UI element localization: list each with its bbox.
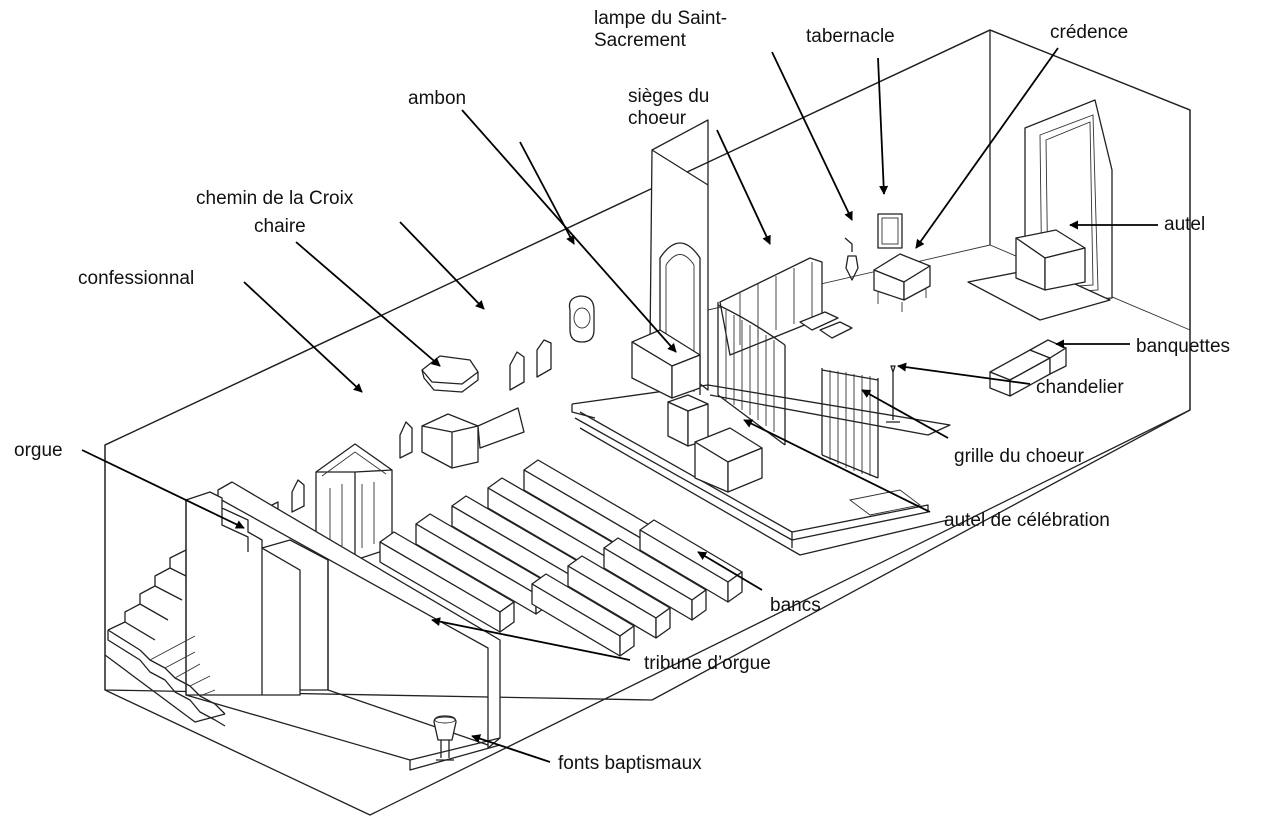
arrow-sieges — [716, 129, 771, 245]
label-fonts: fonts baptismaux — [558, 753, 702, 774]
label-ambon: ambon — [408, 88, 467, 109]
celebration-altar-shape — [667, 394, 763, 493]
arrow-autel-celebration — [743, 419, 931, 513]
arrow-bancs — [697, 551, 763, 591]
label-autel: autel — [1164, 214, 1206, 235]
pews-front — [531, 519, 743, 657]
arrow-chemin — [399, 221, 485, 310]
label-sieges: sièges du choeur — [628, 86, 710, 129]
staircase — [104, 549, 226, 727]
confessional-box — [421, 407, 525, 469]
arrow-credence — [915, 47, 1059, 249]
credence-shape — [873, 253, 931, 312]
banquettes-shape — [989, 339, 1067, 397]
label-chandelier: chandelier — [1036, 377, 1124, 398]
arrow-sieges-2 — [519, 141, 575, 245]
label-tribune: tribune d’orgue — [644, 653, 771, 674]
wall-medallion — [568, 295, 595, 343]
choir-grille-right — [821, 368, 879, 479]
choir-grille-left — [717, 302, 786, 446]
label-confessionnal: confessionnal — [78, 268, 195, 289]
label-credence: crédence — [1050, 22, 1129, 43]
label-autel-celebration: autel de célébration — [944, 510, 1110, 531]
arrow-confessionnal — [243, 281, 363, 393]
stations-of-cross — [267, 339, 552, 523]
arrow-lampe — [771, 51, 853, 221]
arrow-chaire — [295, 241, 441, 367]
chandelier-shape — [886, 365, 900, 423]
label-tabernacle: tabernacle — [806, 26, 895, 47]
tabernacle-shape — [877, 213, 903, 249]
label-chemin: chemin de la Croix — [196, 188, 354, 209]
arrow-grille — [861, 389, 949, 439]
leader-arrows — [81, 47, 1158, 763]
arrow-tribune — [431, 617, 631, 661]
baptismal-font-shape — [433, 715, 457, 761]
ambon-shape — [631, 329, 701, 399]
label-lampe: lampe du Saint- Sacrement — [594, 8, 728, 51]
label-grille: grille du choeur — [954, 446, 1084, 467]
label-bancs: bancs — [770, 595, 821, 616]
arrow-chandelier — [897, 362, 1031, 385]
choir-seats-shape — [719, 257, 853, 356]
altar-block — [967, 229, 1111, 321]
arrow-ambon — [461, 109, 677, 353]
label-chaire: chaire — [254, 216, 306, 237]
label-orgue: orgue — [14, 440, 63, 461]
arrow-fonts — [471, 734, 551, 763]
choir-step — [571, 384, 951, 556]
arrow-orgue — [81, 449, 245, 529]
arrow-tabernacle — [877, 57, 889, 195]
label-banquettes: banquettes — [1136, 336, 1231, 357]
sanctuary-lamp-shape — [844, 237, 859, 281]
